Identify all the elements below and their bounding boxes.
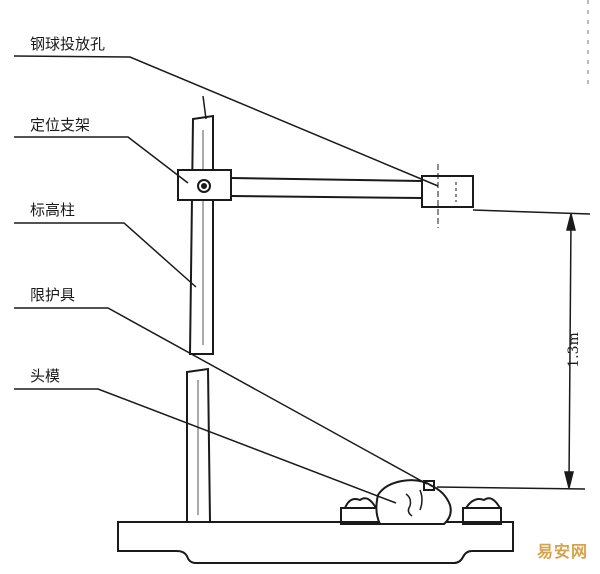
dimension-bottom-extension [436, 486, 586, 490]
head-ear-detail [405, 493, 413, 517]
height-dimension [436, 209, 591, 490]
ball-release-box [421, 164, 474, 228]
base-platform [117, 521, 514, 564]
head-model-assembly [340, 479, 502, 525]
label-height-column: 标高柱 [30, 201, 75, 219]
horizontal-arm [230, 177, 423, 199]
left-support-bump [344, 497, 377, 509]
restraint-clip [423, 480, 435, 491]
leader-lines [13, 55, 439, 504]
label-positioning-bracket: 定位支架 [30, 116, 90, 134]
right-support-pad [462, 507, 502, 525]
dimension-line [568, 219, 572, 483]
dimension-arrow-top [566, 213, 576, 231]
height-column-upper [188, 114, 214, 355]
height-column-lower [186, 367, 212, 523]
leader-head-model [14, 388, 397, 504]
leader-positioning-bracket [14, 136, 189, 184]
height-dimension-label: 1.3m [566, 332, 582, 368]
leader-height-column [14, 222, 197, 288]
positioning-bracket [177, 169, 232, 201]
leader-ball-hole-tick [202, 95, 207, 120]
leader-restraint-device [14, 307, 428, 485]
head-model-shape [375, 479, 452, 525]
leader-ball-hole [13, 55, 439, 187]
right-support-bump [465, 497, 501, 509]
watermark: 易安网 [536, 542, 588, 561]
dimension-arrow-bottom [564, 471, 574, 489]
dimension-top-extension [472, 209, 591, 215]
label-restraint-device: 限护具 [30, 286, 75, 304]
label-head-model: 头模 [30, 367, 60, 385]
head-face-detail [419, 489, 423, 511]
label-ball-hole: 钢球投放孔 [30, 35, 105, 53]
